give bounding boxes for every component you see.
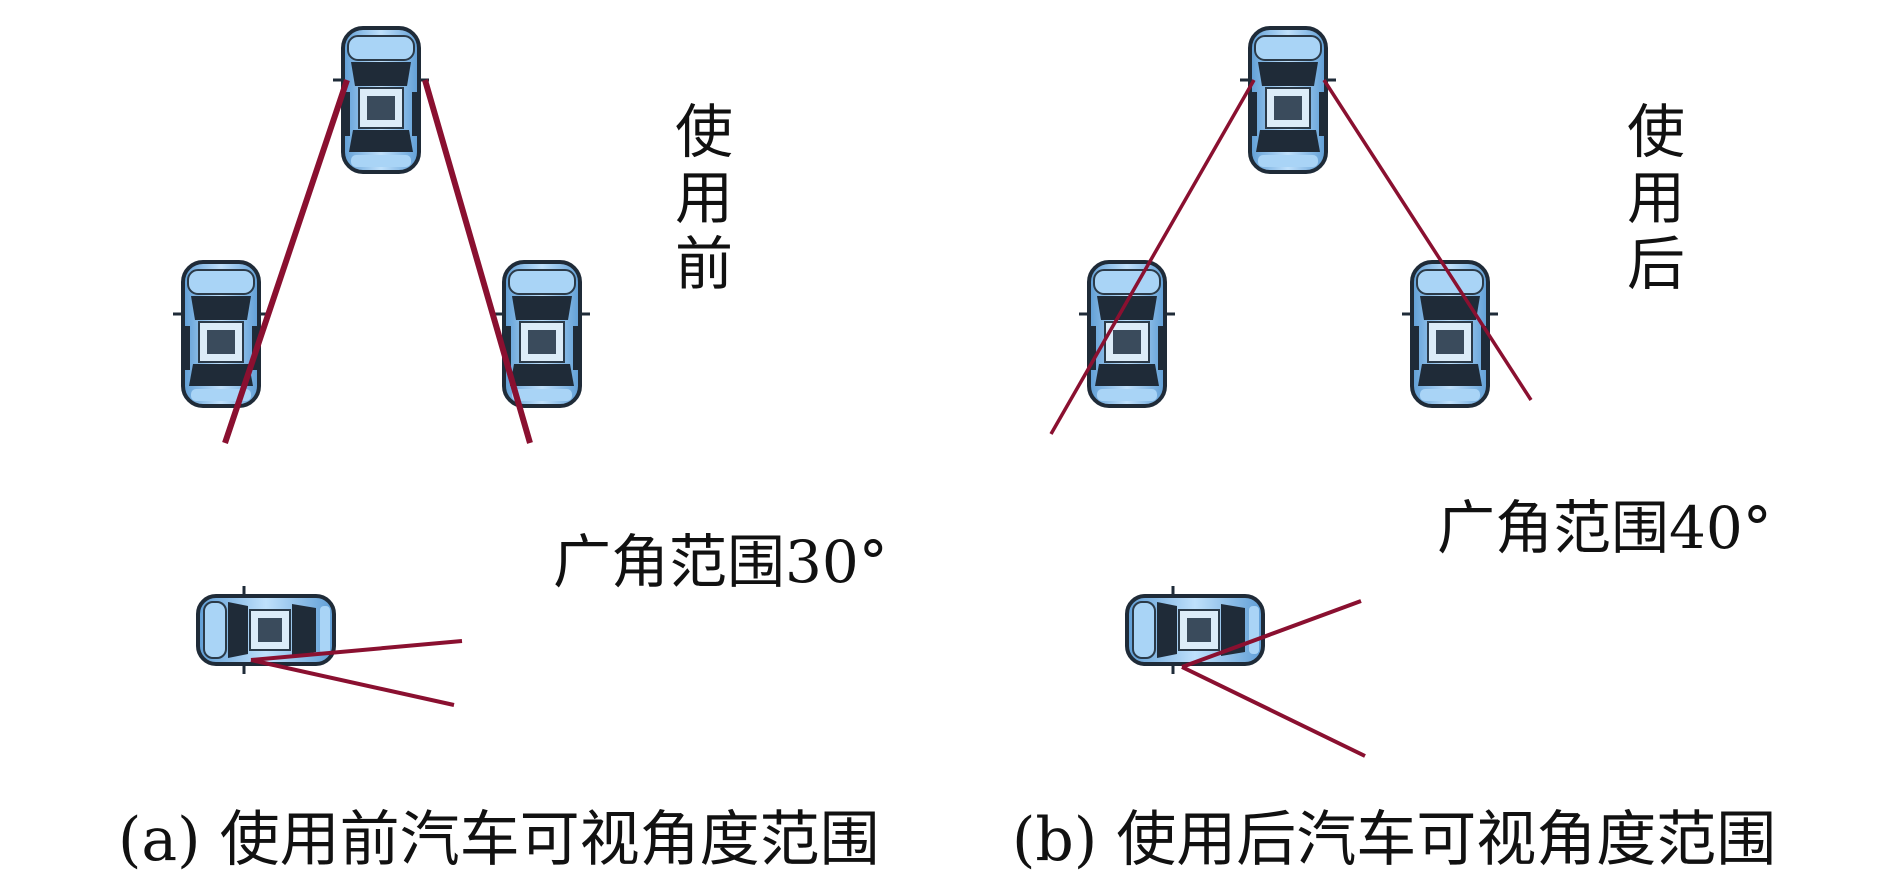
angle-ray-lower bbox=[1181, 665, 1366, 758]
angle-ray-lower bbox=[250, 658, 455, 707]
sight-line-left bbox=[222, 79, 350, 444]
sight-line-left bbox=[1049, 79, 1256, 435]
side-label-char-2: 用 bbox=[1627, 164, 1685, 232]
side-label-char-3: 后 bbox=[1627, 230, 1685, 298]
car-left-parked bbox=[171, 260, 271, 408]
angle-label: 广角范围40° bbox=[1437, 494, 1772, 562]
angle-ray-upper bbox=[1181, 599, 1362, 669]
car-right-parked bbox=[492, 260, 592, 408]
side-label-char-1: 使 bbox=[675, 98, 733, 166]
panel-b: 使 用 后 广角范围40° bbox=[1049, 4, 1772, 758]
side-label-char-1: 使 bbox=[1627, 98, 1685, 166]
angle-ray-upper bbox=[250, 639, 463, 662]
car-bottom-angle bbox=[196, 584, 336, 676]
car-top-center bbox=[331, 26, 431, 174]
caption-panel-a: (a) 使用前汽车可视角度范围 bbox=[118, 805, 880, 875]
car-top-center bbox=[1238, 26, 1338, 174]
caption-panel-b: (b) 使用后汽车可视角度范围 bbox=[1012, 805, 1777, 875]
sight-line-right bbox=[422, 79, 533, 444]
car-right-parked bbox=[1400, 260, 1500, 408]
angle-label: 广角范围30° bbox=[553, 528, 888, 596]
panel-a: 使 用 前 广角范围30° bbox=[171, 4, 888, 707]
sight-line-right bbox=[1322, 79, 1533, 401]
car-left-parked bbox=[1077, 260, 1177, 408]
side-label-char-3: 前 bbox=[675, 230, 733, 298]
side-label-char-2: 用 bbox=[675, 164, 733, 232]
